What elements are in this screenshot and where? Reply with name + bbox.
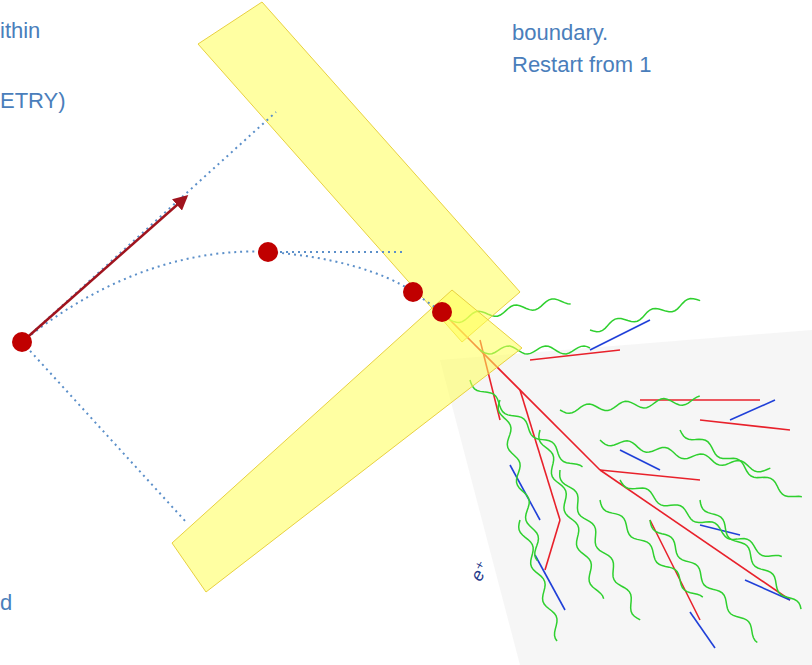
step-point — [432, 302, 452, 322]
note-text: Restart from 1 — [512, 50, 651, 80]
positron-track — [690, 612, 715, 648]
note-text: ETRY) — [0, 86, 66, 116]
step-point — [403, 282, 423, 302]
photon-track — [590, 299, 700, 332]
note-text: d — [0, 588, 12, 618]
electron-track — [700, 420, 790, 430]
electron-track — [600, 470, 790, 600]
positron-track — [620, 450, 660, 470]
photon-track — [650, 520, 757, 642]
detector-volume — [198, 2, 520, 342]
shower-backdrop — [440, 330, 812, 665]
photon-track — [539, 430, 604, 599]
photon-track — [498, 400, 538, 561]
step-point — [12, 332, 32, 352]
electron-track — [530, 350, 620, 360]
momentum-arrow — [22, 197, 186, 342]
photon-track — [470, 380, 583, 467]
trajectory-line — [22, 112, 276, 342]
photon-track — [620, 480, 782, 556]
photon-track — [519, 520, 557, 641]
positron-track — [730, 400, 775, 420]
step-point — [258, 242, 278, 262]
trajectory-curve — [22, 252, 442, 342]
photon-track — [560, 396, 700, 413]
photon-track — [680, 430, 802, 497]
electron-track — [545, 520, 560, 570]
particle-label: e⁺ — [462, 555, 498, 586]
positron-track — [535, 555, 565, 610]
trajectory-line — [22, 342, 186, 522]
photon-track — [700, 500, 801, 609]
positron-track — [590, 320, 650, 350]
detector-volume — [172, 290, 522, 592]
electron-track — [600, 470, 700, 480]
trajectory-line — [268, 251, 405, 253]
note-text: ithin — [0, 16, 40, 46]
note-text: boundary. — [512, 18, 608, 48]
photon-track — [560, 470, 640, 620]
electron-track — [520, 390, 560, 520]
positron-track — [745, 580, 790, 600]
